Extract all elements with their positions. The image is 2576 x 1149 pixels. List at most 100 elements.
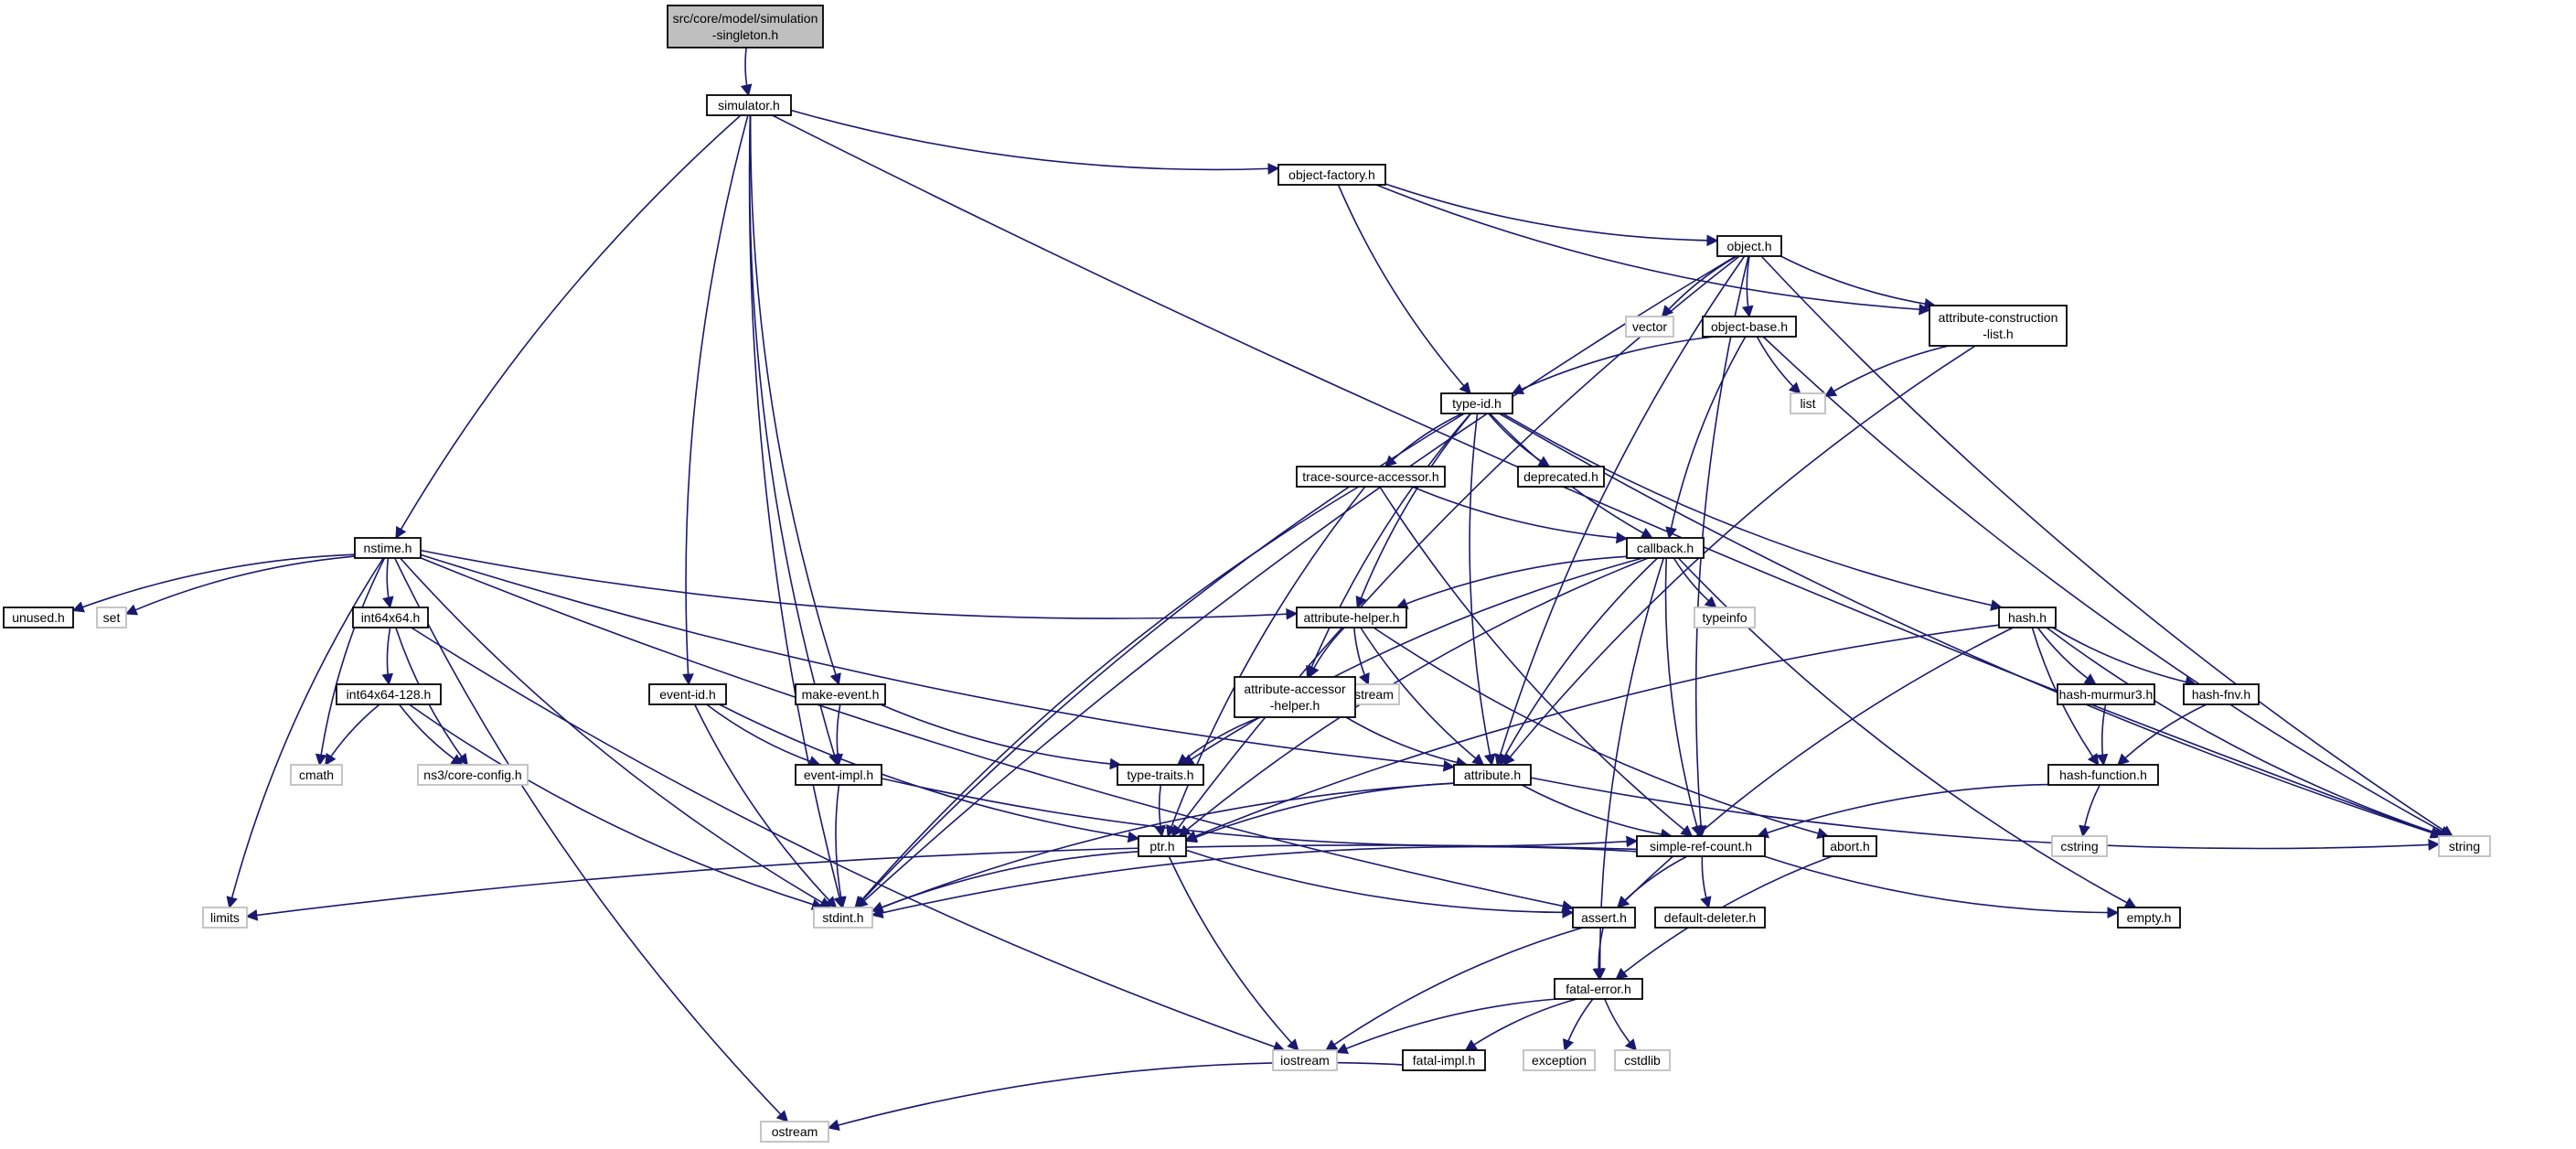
node-box: [1296, 466, 1446, 488]
node-hash-function[interactable]: hash-function.h: [2047, 764, 2159, 786]
node-trace-source[interactable]: trace-source-accessor.h: [1296, 466, 1446, 488]
node-label: default-deleter.h: [1664, 910, 1756, 925]
edge-simulator-to-object-factory: [790, 109, 1280, 175]
edge-attr-accessor-to-type-traits: [1177, 716, 1261, 766]
edge-assert-to-iostream: [1325, 927, 1584, 1051]
node-attribute[interactable]: attribute.h: [1453, 764, 1532, 786]
node-simulator[interactable]: simulator.h: [706, 94, 792, 116]
node-event-id[interactable]: event-id.h: [648, 683, 727, 705]
node-box: [2047, 764, 2159, 786]
node-label: -list.h: [1983, 327, 2013, 341]
node-label: -singleton.h: [712, 27, 778, 42]
node-cmath: cmath: [290, 764, 343, 786]
node-box: [417, 764, 529, 786]
node-box: [648, 683, 727, 705]
node-label: event-impl.h: [804, 768, 873, 782]
node-simple-ref-count[interactable]: simple-ref-count.h: [1636, 835, 1766, 857]
node-int64x64-128[interactable]: int64x64-128.h: [336, 683, 442, 705]
node-box: [1453, 764, 1532, 786]
node-label: fatal-error.h: [1566, 982, 1631, 996]
node-hash[interactable]: hash.h: [1998, 607, 2057, 628]
node-object-base[interactable]: object-base.h: [1702, 316, 1797, 338]
node-label: ptr.h: [1149, 839, 1174, 854]
node-event-impl[interactable]: event-impl.h: [795, 764, 882, 786]
node-attr-accessor[interactable]: attribute-accessor -helper.h: [1234, 676, 1356, 718]
node-box: [1929, 305, 2068, 347]
edge-type-id-to-trace-source: [1384, 413, 1463, 467]
edge-type-traits-to-ptr: [1154, 784, 1166, 838]
node-box: [3, 607, 74, 628]
node-assert[interactable]: assert.h: [1572, 907, 1636, 929]
node-empty[interactable]: empty.h: [2117, 907, 2181, 929]
node-hash-murmur3[interactable]: hash-murmur3.h: [2057, 683, 2155, 705]
edge-object-to-stdint: [855, 255, 1737, 908]
node-label: object-base.h: [1711, 319, 1788, 334]
node-unused[interactable]: unused.h: [3, 607, 74, 628]
node-box: [1694, 607, 1756, 628]
node-label: int64x64-128.h: [347, 687, 432, 702]
node-label: cstring: [2060, 839, 2098, 854]
edge-event-id-to-event-impl: [706, 703, 821, 768]
edge-hash-to-assert: [1617, 627, 2014, 908]
node-singleton[interactable]: src/core/model/simulation-singleton.h: [667, 5, 824, 48]
edge-object-factory-to-type-id: [1337, 184, 1471, 394]
node-attribute-helper[interactable]: attribute-helper.h: [1296, 607, 1407, 628]
edge-nstime-to-assert: [420, 557, 1575, 912]
node-make-event[interactable]: make-event.h: [795, 683, 886, 705]
edge-ptr-to-iostream: [1168, 855, 1299, 1051]
edge-object-to-attr-construction: [1780, 255, 1937, 310]
node-label: hash-function.h: [2059, 768, 2147, 782]
node-label: attribute-accessor: [1244, 682, 1346, 696]
node-label: empty.h: [2127, 910, 2172, 925]
node-attr-construction[interactable]: attribute-construction-list.h: [1929, 305, 2068, 347]
node-label: cmath: [299, 768, 334, 782]
node-box: [1822, 835, 1877, 857]
node-object-factory[interactable]: object-factory.h: [1277, 164, 1386, 186]
node-box: [2438, 835, 2491, 857]
edge-type-id-to-attr-accessor: [1306, 413, 1471, 679]
edge-object-factory-to-object: [1384, 183, 1719, 247]
node-label: hash.h: [2008, 610, 2047, 625]
node-deprecated[interactable]: deprecated.h: [1517, 466, 1605, 488]
edge-event-impl-to-stdint: [835, 784, 847, 909]
node-stdint: stdint.h: [813, 907, 873, 929]
node-hash-fnv[interactable]: hash-fnv.h: [2183, 683, 2260, 705]
edge-simulator-to-event-impl: [748, 114, 840, 767]
node-fatal-impl[interactable]: fatal-impl.h: [1402, 1049, 1486, 1071]
node-label: attribute-helper.h: [1303, 610, 1399, 625]
node-vector: vector: [1625, 316, 1674, 338]
node-type-traits[interactable]: type-traits.h: [1117, 764, 1204, 786]
edge-make-event-to-event-impl: [831, 703, 844, 767]
node-nstime[interactable]: nstime.h: [354, 537, 422, 559]
node-int64x64[interactable]: int64x64.h: [352, 607, 429, 628]
node-fatal-error[interactable]: fatal-error.h: [1554, 978, 1643, 1000]
node-box: [290, 764, 343, 786]
edge-callback-to-typeinfo: [1673, 557, 1717, 608]
edge-fatal-error-to-fatal-impl: [1464, 998, 1577, 1051]
edge-attribute-helper-to-sstream: [1353, 627, 1370, 686]
edge-attribute-helper-to-attr-accessor: [1308, 627, 1345, 679]
node-label: deprecated.h: [1523, 469, 1598, 484]
node-set: set: [96, 607, 127, 628]
node-label: ns3/core-config.h: [423, 768, 521, 782]
edge-fatal-error-to-exception: [1562, 998, 1594, 1052]
node-box: [1626, 537, 1705, 559]
node-object[interactable]: object.h: [1716, 235, 1782, 257]
edge-callback-to-ptr: [1178, 557, 1649, 837]
node-abort[interactable]: abort.h: [1822, 835, 1877, 857]
edge-nstime-to-attribute: [420, 553, 1456, 772]
node-ptr[interactable]: ptr.h: [1138, 835, 1187, 857]
node-box: [667, 5, 824, 48]
node-default-deleter[interactable]: default-deleter.h: [1654, 907, 1766, 929]
edge-attribute-helper-to-abort: [1373, 627, 1830, 840]
edge-object-to-attribute: [1494, 255, 1746, 767]
node-label: -helper.h: [1270, 698, 1320, 713]
node-callback[interactable]: callback.h: [1626, 537, 1705, 559]
node-box: [1272, 1049, 1338, 1071]
node-box: [2183, 683, 2260, 705]
node-label: simulator.h: [718, 98, 780, 113]
edge-hash-fnv-to-hash-function: [2117, 703, 2207, 766]
edge-fatal-impl-to-ostream: [827, 1061, 1404, 1132]
node-type-id[interactable]: type-id.h: [1440, 392, 1513, 414]
edge-nstime-to-cmath: [315, 557, 386, 767]
